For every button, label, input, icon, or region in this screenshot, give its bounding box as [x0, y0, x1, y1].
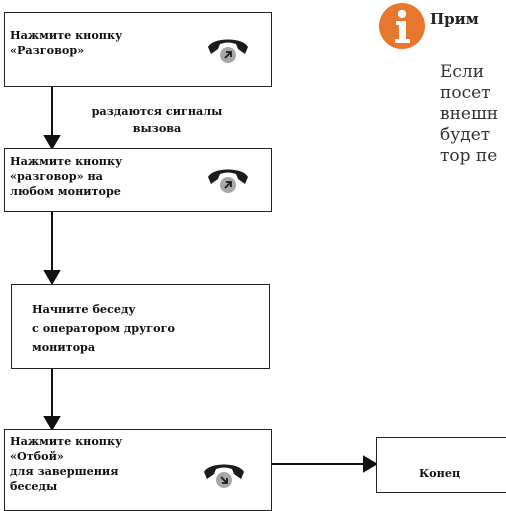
note-title: Прим — [430, 10, 479, 28]
arrow-head — [43, 135, 61, 150]
step3-text: Начните беседу с оператором другого мони… — [32, 302, 175, 354]
note-line: будет — [440, 125, 491, 145]
step1-text: Нажмите кнопку «Разговор» — [10, 28, 123, 57]
end-box: Конец — [376, 437, 506, 493]
arrow-head — [43, 270, 61, 285]
note-line: посет — [440, 83, 491, 103]
info-icon — [379, 3, 425, 49]
end-text: Конец — [419, 466, 461, 480]
step2-text: Нажмите кнопку «разговор» на любом монит… — [10, 154, 123, 198]
arrow-head — [363, 455, 378, 473]
phone-handset-pickup-icon — [208, 169, 248, 193]
phone-handset-hangup-icon — [204, 464, 244, 488]
note-body: Если посет внешн будет тор пе — [440, 62, 498, 167]
step2-box: Нажмите кнопку «разговор» на любом монит… — [4, 148, 272, 212]
note-line: тор пе — [440, 146, 498, 166]
step1-box: Нажмите кнопку «Разговор» — [4, 12, 272, 87]
note-line: Если — [440, 62, 485, 82]
phone-handset-pickup-icon — [208, 39, 248, 63]
step3-box: Начните беседу с оператором другого мони… — [11, 284, 270, 369]
arrow-head — [43, 416, 61, 431]
step4-text: Нажмите кнопку «Отбой» для завершения бе… — [10, 434, 123, 493]
signal-note: раздаются сигналы вызова — [91, 104, 223, 135]
step4-box: Нажмите кнопку «Отбой» для завершения бе… — [4, 429, 272, 511]
note-line: внешн — [440, 104, 499, 124]
